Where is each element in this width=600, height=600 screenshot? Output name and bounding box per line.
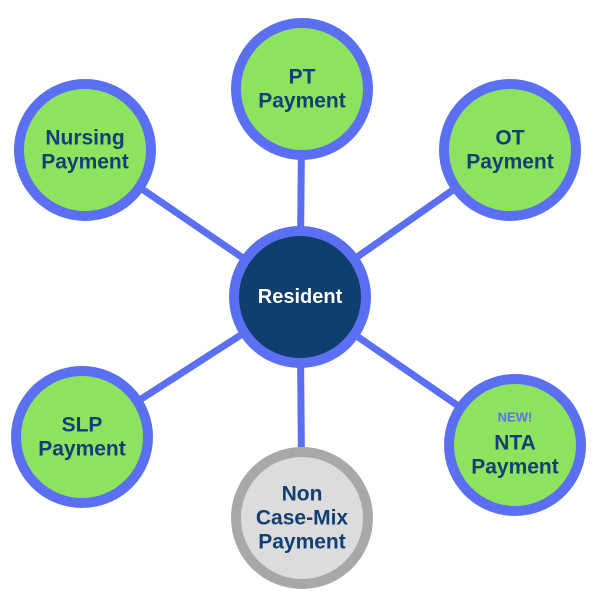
node-label-non-case-mix-1: Case-Mix bbox=[256, 507, 349, 530]
node-label-nta-1: Payment bbox=[471, 456, 559, 479]
node-label-non-case-mix-0: Non bbox=[282, 483, 323, 506]
node-label-nursing-1: Payment bbox=[41, 151, 129, 174]
node-label-ot-1: Payment bbox=[466, 151, 554, 174]
node-label-non-case-mix-2: Payment bbox=[258, 531, 346, 554]
center-node-label: Resident bbox=[258, 286, 343, 308]
node-label-ot-0: OT bbox=[495, 127, 524, 150]
payment-nodes: PTPaymentOTPaymentNTAPaymentNEW!NonCase-… bbox=[11, 18, 586, 589]
node-label-pt-1: Payment bbox=[258, 90, 346, 113]
node-circle-nursing bbox=[14, 79, 156, 221]
new-badge: NEW! bbox=[498, 410, 533, 425]
node-label-nta-0: NTA bbox=[494, 432, 536, 455]
node-label-slp-1: Payment bbox=[38, 438, 126, 461]
center-node-group: Resident bbox=[229, 226, 371, 368]
node-circle-ot bbox=[439, 79, 581, 221]
center-node-circle bbox=[229, 226, 371, 368]
node-circle-non-case-mix bbox=[231, 447, 373, 589]
node-label-nursing-0: Nursing bbox=[45, 127, 124, 150]
node-circle-pt bbox=[231, 18, 373, 160]
node-circle-nta bbox=[444, 374, 586, 516]
node-circle-slp bbox=[11, 366, 153, 508]
node-label-pt-0: PT bbox=[289, 66, 316, 89]
node-label-slp-0: SLP bbox=[62, 414, 103, 437]
